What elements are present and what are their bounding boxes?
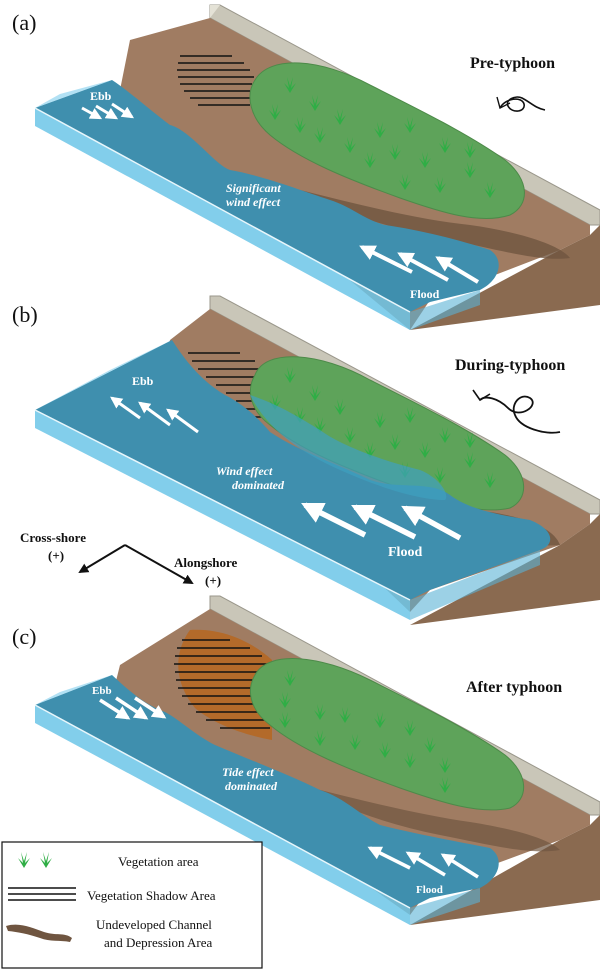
alongshore-sign: (+) <box>205 573 221 588</box>
vegetation-shadow-area <box>177 55 254 106</box>
stage-title: After typhoon <box>466 679 562 696</box>
depression-area <box>300 785 560 852</box>
panel-a: (a) Pre-typhoon Ebb Flood Significant wi… <box>12 4 600 330</box>
flood-label: Flood <box>410 287 440 301</box>
ebb-label: Ebb <box>132 374 154 388</box>
stage-title: During-typhoon <box>455 357 565 374</box>
water-surface <box>35 80 499 312</box>
typhoon-icon <box>472 389 561 434</box>
vegetation-area <box>249 62 525 219</box>
effect-label-line2: dominated <box>232 478 285 492</box>
ebb-arrows <box>81 102 135 120</box>
water-surface <box>35 340 551 600</box>
effect-label-line1: Tide effect <box>222 765 274 779</box>
panel-c: (c) After typhoon Ebb Flood Tide effect … <box>12 595 600 925</box>
channel-legend-icon <box>6 924 72 942</box>
axis-indicator: Cross-shore (+) Alongshore (+) <box>20 530 238 588</box>
panel-letter: (c) <box>12 624 36 649</box>
panel-b: (b) During-typhoon Ebb Flood Wind effect… <box>12 295 600 625</box>
legend-vegetation-label: Vegetation area <box>118 854 199 869</box>
ebb-label: Ebb <box>92 685 112 697</box>
legend: Vegetation area Vegetation Shadow Area U… <box>1 841 263 969</box>
effect-label-line1: Wind effect <box>216 464 273 478</box>
legend-shadow-label: Vegetation Shadow Area <box>87 888 216 903</box>
panel-letter: (a) <box>12 10 36 35</box>
panel-letter: (b) <box>12 302 38 327</box>
flooded-vegetation <box>250 395 447 500</box>
flood-arrows <box>367 846 479 879</box>
effect-label-line2: wind effect <box>226 195 281 209</box>
effect-label-line2: dominated <box>225 779 278 793</box>
flood-arrows <box>359 245 480 284</box>
typhoon-icon <box>496 96 546 112</box>
flood-label: Flood <box>416 884 443 896</box>
ebb-label: Ebb <box>90 89 112 103</box>
stage-title: Pre-typhoon <box>470 55 555 72</box>
shadow-legend-icon <box>8 887 76 901</box>
legend-channel-line2: and Depression Area <box>104 935 213 950</box>
ebb-arrows <box>110 396 199 434</box>
ebb-arrows <box>99 696 167 720</box>
depression-area <box>300 190 570 259</box>
alongshore-label: Alongshore <box>174 555 238 570</box>
vegetation-area <box>250 658 525 811</box>
effect-label-line1: Significant <box>226 181 281 195</box>
flood-arrows <box>301 502 462 541</box>
cross-shore-sign: (+) <box>48 548 64 563</box>
legend-channel-line1: Undeveloped Channel <box>96 917 212 932</box>
flood-label: Flood <box>388 545 422 560</box>
vegetation-shadow-area <box>188 352 262 418</box>
cross-shore-label: Cross-shore <box>20 530 86 545</box>
